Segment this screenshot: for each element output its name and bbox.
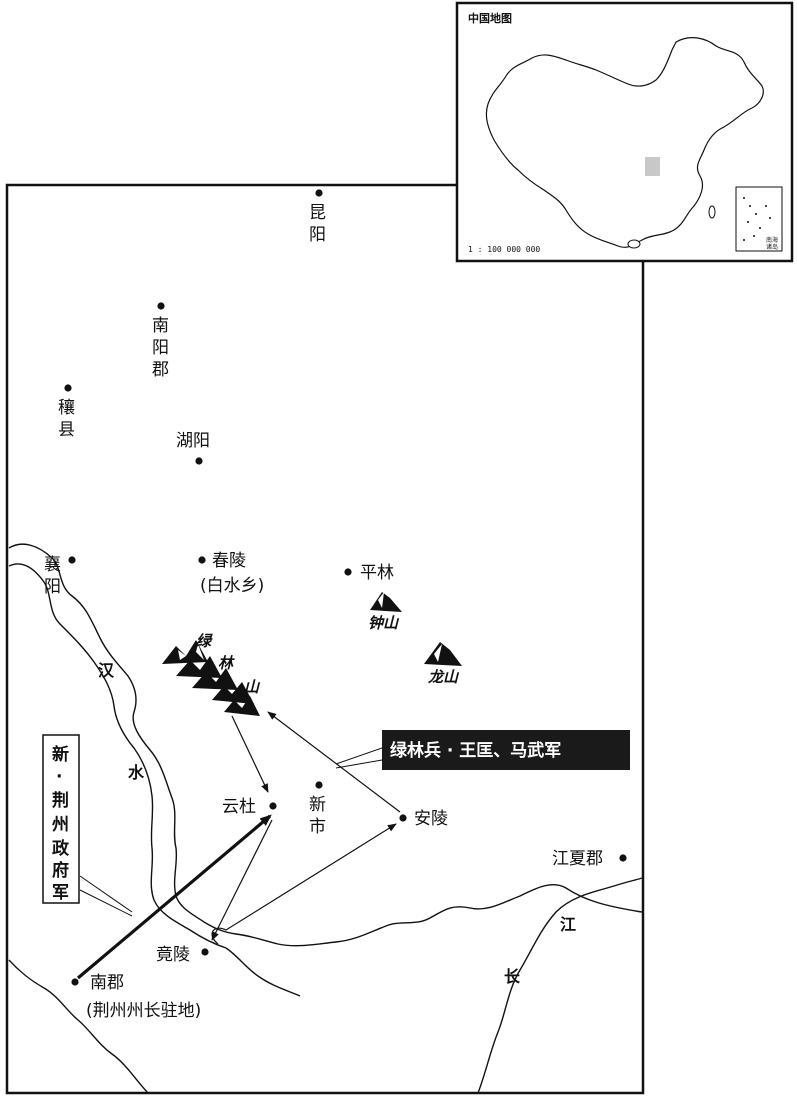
zhongshan-mountain [370, 592, 402, 612]
label-baishui-xiang: (白水乡) [200, 576, 264, 596]
label-lulin-army: 绿林兵 · 王匡、马武军 [390, 740, 561, 761]
label-jiangxia-jun: 江夏郡 [552, 849, 603, 869]
place-dots [64, 189, 627, 986]
label-xinshi-1: 新 [309, 795, 326, 815]
dot-huyang [195, 457, 203, 465]
label-jiang-1: 江 [560, 915, 576, 934]
study-area-highlight [645, 157, 660, 176]
dot-nanyang-jun [157, 302, 165, 310]
label-xinshi-2: 市 [309, 817, 326, 837]
yangtze-river [477, 877, 643, 1094]
label-nanjun: 南郡 [90, 973, 124, 993]
dot-rangxian [64, 384, 72, 392]
label-nanyang-jun-1: 南 [152, 316, 169, 336]
routes [76, 711, 401, 980]
label-jiang-2: 长 [504, 967, 521, 986]
label-lulin-2: 林 [218, 654, 235, 672]
dot-nanjun [71, 978, 79, 986]
lower-river-bank [8, 947, 301, 1094]
label-xiangyang-2: 阳 [44, 577, 61, 597]
label-xiangyang-1: 襄 [44, 554, 61, 575]
dot-anling [399, 814, 407, 822]
han-river [8, 543, 643, 949]
callout-lines [79, 747, 383, 917]
label-xin-army-3: 荆 [52, 790, 69, 811]
lulin-army-callout: 绿林兵 · 王匡、马武军 [382, 730, 630, 770]
label-zhongshan: 钟山 [368, 614, 400, 632]
lulin-mountains [162, 640, 260, 716]
xin-army-callout: 新 · 荆 州 政 府 军 [42, 734, 80, 904]
dot-jingling [201, 948, 209, 956]
south-sea-label-1: 南海 [766, 236, 778, 244]
label-xin-army-6: 府 [52, 860, 69, 881]
label-anling: 安陵 [414, 809, 448, 829]
label-kunyang-2: 阳 [309, 225, 326, 245]
label-nanyang-jun-3: 郡 [152, 360, 169, 380]
label-yundu: 云杜 [222, 797, 256, 817]
label-nanyang-jun-2: 阳 [152, 338, 169, 358]
dot-pinglin [344, 568, 352, 576]
label-xin-army-2: · [56, 767, 62, 787]
route-nanjun-yundu [76, 814, 272, 980]
inset-scale: 1 : 100 000 000 [468, 245, 540, 254]
dot-yundu [269, 802, 277, 810]
longshan-mountain [424, 642, 462, 666]
label-chunling: 春陵 [212, 551, 246, 571]
label-pinglin: 平林 [360, 563, 394, 583]
place-labels: 昆 阳 南 阳 郡 穰 县 湖阳 襄 阳 春陵 (白水乡) 平林 云杜 新 市 … [44, 203, 603, 1021]
label-kunyang-1: 昆 [309, 203, 326, 223]
route-anling-lulin [267, 711, 401, 813]
dot-kunyang [315, 189, 323, 197]
south-sea-islands [743, 197, 771, 241]
south-sea-label-2: 诸岛 [766, 243, 778, 251]
inset-title: 中国地图 [468, 11, 512, 25]
label-han-1: 汉 [98, 661, 115, 680]
label-huyang: 湖阳 [176, 431, 210, 451]
main-map-frame [5, 183, 645, 1095]
route-jingling-anling [211, 823, 397, 945]
label-lulin-1: 绿 [196, 632, 213, 650]
label-xin-army-7: 军 [52, 883, 69, 903]
label-rangxian-1: 穰 [58, 397, 75, 418]
route-lulin-yundu [231, 715, 269, 793]
inset-china-map: 中国地图 南海 诸岛 1 : 100 000 000 [455, 1, 794, 263]
label-xin-army-5: 政 [52, 838, 70, 859]
label-nanjun-note: (荆州州长驻地) [86, 1001, 201, 1021]
dot-chunling [198, 556, 206, 564]
route-yundu-jingling [211, 819, 273, 941]
label-jingling: 竟陵 [156, 945, 190, 965]
china-outline [485, 37, 764, 248]
label-han-2: 水 [128, 763, 145, 782]
label-xin-army-4: 州 [51, 815, 69, 835]
mountain-labels: 绿 林 山 钟山 龙山 [196, 614, 460, 696]
label-rangxian-2: 县 [58, 420, 75, 440]
dot-xiangyang [68, 556, 76, 564]
label-longshan: 龙山 [428, 668, 460, 686]
label-xin-army-1: 新 [52, 744, 69, 765]
label-lulin-3: 山 [244, 678, 261, 696]
dot-xinshi [315, 781, 323, 789]
water-labels: 汉 水 江 长 [98, 661, 576, 986]
dot-jiangxia-jun [619, 854, 627, 862]
